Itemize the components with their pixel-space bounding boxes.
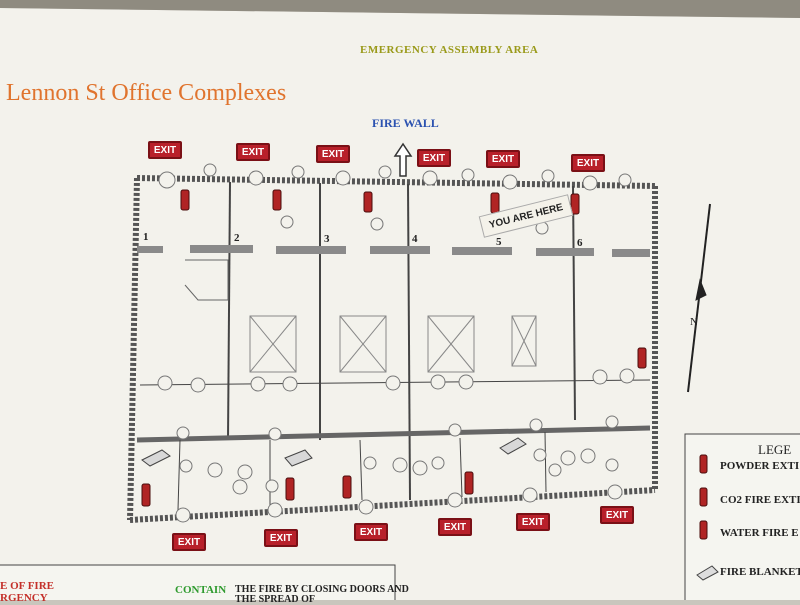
building-title: Lennon St Office Complexes bbox=[6, 80, 287, 106]
room-header-bars bbox=[137, 245, 650, 257]
legend-item-powder: POWDER EXTI bbox=[720, 460, 800, 472]
contain-keyword: CONTAIN bbox=[175, 584, 227, 596]
exit-sign-top-1: EXIT bbox=[148, 141, 182, 159]
fire-blanket-icons bbox=[141, 437, 527, 467]
fire-wall-arrow-icon bbox=[393, 142, 413, 177]
exit-sign-bottom-3: EXIT bbox=[354, 523, 388, 541]
fire-extinguisher-icons bbox=[141, 189, 647, 507]
room-number-5: 5 bbox=[496, 236, 502, 248]
legend-item-blanket: FIRE BLANKET bbox=[720, 566, 800, 578]
store-room bbox=[184, 259, 229, 301]
room-number-6: 6 bbox=[577, 237, 583, 249]
bottom-info-box bbox=[0, 564, 396, 600]
contain-instruction: THE FIRE BY CLOSING DOORS AND bbox=[235, 584, 409, 595]
legend-item-water: WATER FIRE E bbox=[720, 527, 799, 539]
legend-icons bbox=[696, 454, 719, 581]
emergency-assembly-area-label: EMERGENCY ASSEMBLY AREA bbox=[360, 44, 539, 56]
exit-sign-bottom-6: EXIT bbox=[600, 506, 634, 524]
fire-wall-label: FIRE WALL bbox=[372, 116, 439, 130]
svg-text:N: N bbox=[690, 316, 698, 328]
door-symbols bbox=[157, 163, 635, 523]
void-areas bbox=[249, 315, 537, 373]
legend-item-co2: CO2 FIRE EXTI bbox=[720, 494, 800, 506]
exit-sign-top-6: EXIT bbox=[571, 154, 605, 172]
room-number-1: 1 bbox=[143, 231, 149, 243]
exit-sign-bottom-1: EXIT bbox=[172, 533, 206, 551]
north-arrow-icon: N bbox=[687, 203, 711, 393]
paper-shadow-top bbox=[0, 0, 800, 18]
exit-sign-bottom-5: EXIT bbox=[516, 513, 550, 531]
exit-sign-top-4: EXIT bbox=[417, 149, 451, 167]
room-number-3: 3 bbox=[324, 233, 330, 245]
interior-walls bbox=[136, 181, 651, 511]
legend-title: LEGE bbox=[758, 442, 792, 457]
building-outline bbox=[127, 175, 658, 523]
exit-sign-bottom-4: EXIT bbox=[438, 518, 472, 536]
bottom-left-line-1: E OF FIRE bbox=[0, 580, 54, 592]
exit-sign-top-2: EXIT bbox=[236, 143, 270, 161]
room-number-2: 2 bbox=[234, 232, 240, 244]
exit-sign-top-5: EXIT bbox=[486, 150, 520, 168]
bottom-left-line-2: RGENCY bbox=[0, 592, 48, 604]
room-number-4: 4 bbox=[412, 233, 418, 245]
exit-sign-bottom-2: EXIT bbox=[264, 529, 298, 547]
exit-sign-top-3: EXIT bbox=[316, 145, 350, 163]
